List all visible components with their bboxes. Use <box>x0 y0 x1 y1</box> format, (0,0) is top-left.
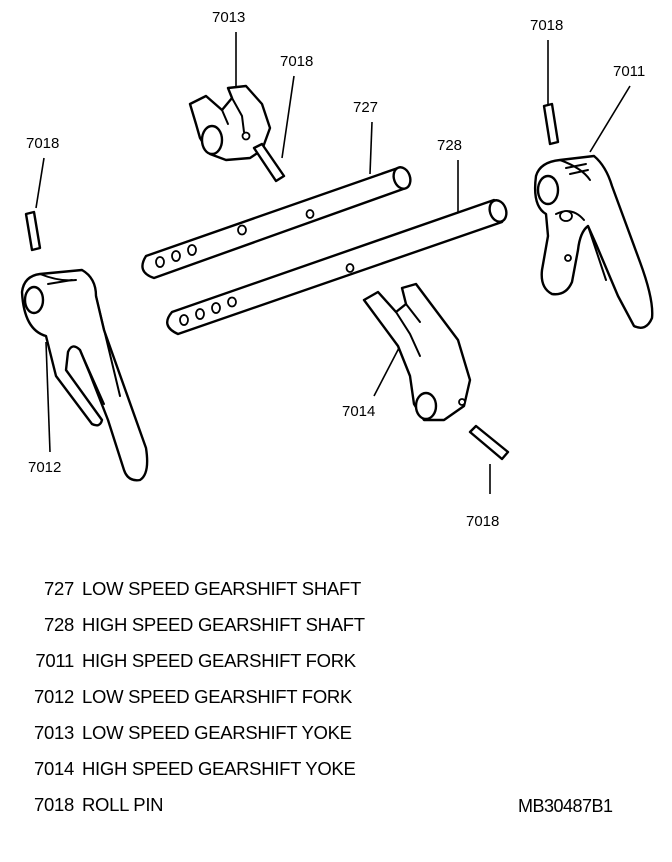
low-speed-fork-7012 <box>20 268 149 482</box>
callout-728: 728 <box>437 137 462 154</box>
callout-7011: 7011 <box>613 63 645 80</box>
leader-lines <box>35 32 631 494</box>
roll-pin-left <box>24 210 42 252</box>
legend-row: 727 LOW SPEED GEARSHIFT SHAFT <box>18 578 658 614</box>
legend-part-number: 7011 <box>35 650 74 671</box>
roll-pin-top-right <box>542 102 560 146</box>
legend-part-description: LOW SPEED GEARSHIFT SHAFT <box>82 578 361 599</box>
high-speed-fork-7011 <box>533 154 654 329</box>
roll-pin-bottom <box>468 424 510 461</box>
callout-7018-top-right: 7018 <box>530 17 563 34</box>
legend-row: 7012 LOW SPEED GEARSHIFT FORK <box>18 686 658 722</box>
callout-7014: 7014 <box>342 403 375 420</box>
callout-727: 727 <box>353 99 378 116</box>
callout-7018-bottom: 7018 <box>466 513 499 530</box>
legend-row: 7011 HIGH SPEED GEARSHIFT FORK <box>18 650 658 686</box>
legend-part-description: LOW SPEED GEARSHIFT YOKE <box>82 722 352 743</box>
legend-row: 7014 HIGH SPEED GEARSHIFT YOKE <box>18 758 658 794</box>
callout-7012: 7012 <box>28 459 61 476</box>
low-speed-yoke-7013 <box>188 84 272 162</box>
high-speed-yoke-7014 <box>362 282 472 422</box>
legend-part-description: ROLL PIN <box>82 794 164 815</box>
legend-row: 7013 LOW SPEED GEARSHIFT YOKE <box>18 722 658 758</box>
high-speed-shaft-728 <box>166 198 508 336</box>
legend-part-number: 727 <box>44 578 74 599</box>
legend-row: 728 HIGH SPEED GEARSHIFT SHAFT <box>18 614 658 650</box>
roll-pin-top-mid <box>252 142 286 183</box>
legend-part-number: 7018 <box>34 794 74 815</box>
legend-part-description: HIGH SPEED GEARSHIFT SHAFT <box>82 614 365 635</box>
legend-part-description: HIGH SPEED GEARSHIFT FORK <box>82 650 356 671</box>
legend-part-description: HIGH SPEED GEARSHIFT YOKE <box>82 758 356 779</box>
exploded-parts-diagram: 7013 7018 727 728 7018 7011 7018 7012 70… <box>20 9 654 530</box>
low-speed-shaft-727 <box>141 166 412 280</box>
callout-7013: 7013 <box>212 9 245 26</box>
legend-part-description: LOW SPEED GEARSHIFT FORK <box>82 686 353 707</box>
legend-part-number: 7012 <box>34 686 74 707</box>
callout-7018-left: 7018 <box>26 135 59 152</box>
figure-code: MB30487B1 <box>518 796 613 816</box>
legend-part-number: 7013 <box>34 722 74 743</box>
callout-7018-top-mid: 7018 <box>280 53 313 70</box>
legend-row: 7018 ROLL PIN <box>18 794 658 830</box>
legend-part-number: 7014 <box>34 758 74 779</box>
legend-part-number: 728 <box>44 614 74 635</box>
